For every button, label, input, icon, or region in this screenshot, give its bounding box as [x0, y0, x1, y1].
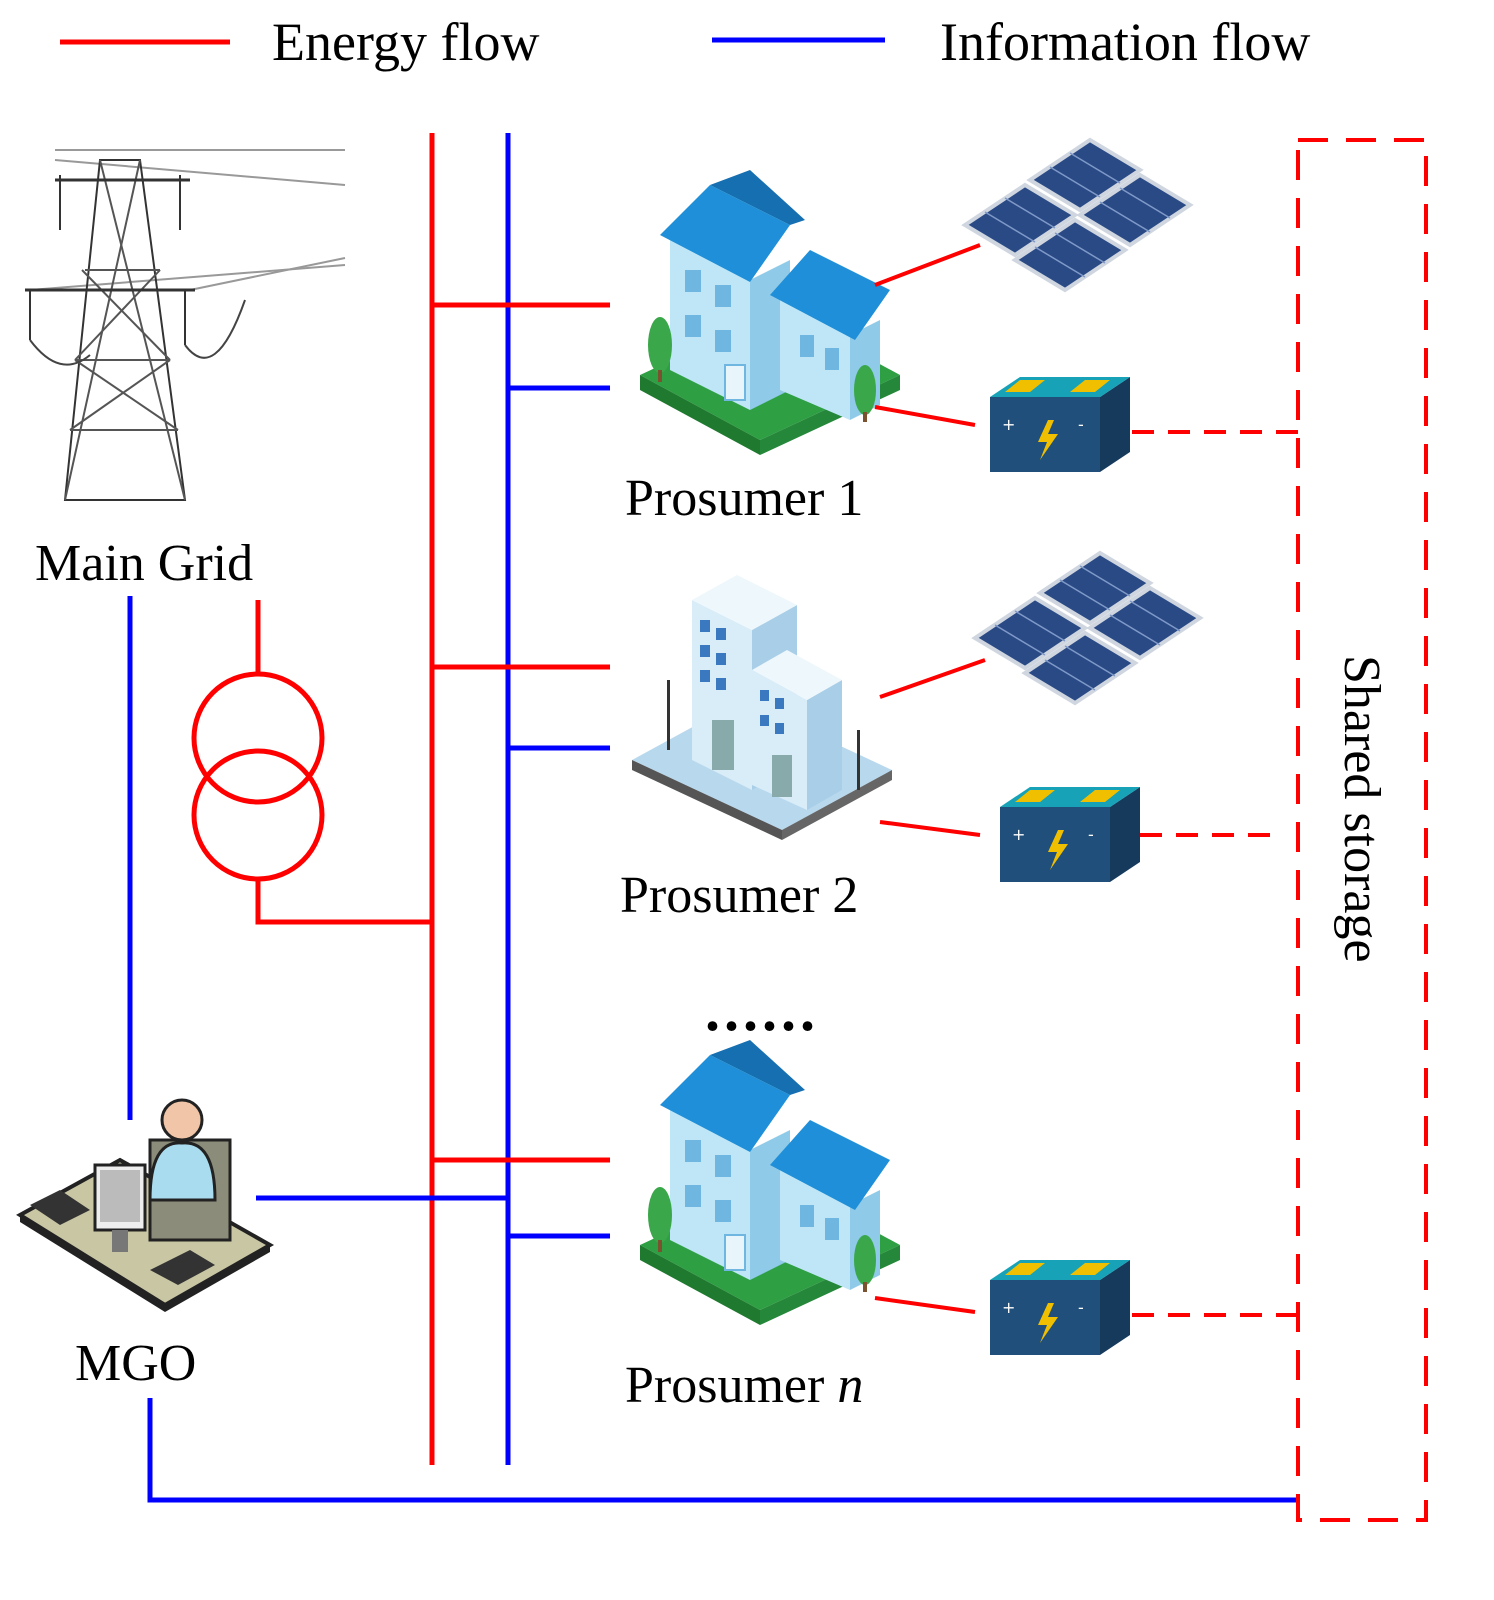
house-icon: [639, 1039, 901, 1326]
office-building-icon: [632, 575, 892, 840]
information-flow-legend-label: Information flow: [940, 12, 1310, 72]
solar-panel-icon: [973, 551, 1202, 705]
prosumer-2-label: Prosumer 2: [620, 867, 858, 924]
prosumer-1: Prosumer 1: [625, 138, 1298, 527]
ellipsis: ......: [705, 977, 819, 1043]
battery-icon: [1000, 787, 1140, 882]
prosumer-n-label: Prosumer n: [625, 1357, 863, 1414]
energy-flow-legend-label: Energy flow: [272, 12, 539, 72]
information-branches: [508, 385, 610, 1239]
legend: Energy flow Information flow: [60, 12, 1310, 72]
main-grid-label: Main Grid: [35, 535, 253, 592]
mgo-label: MGO: [75, 1335, 196, 1392]
prosumer-1-label: Prosumer 1: [625, 470, 863, 527]
house-icon: [639, 169, 901, 456]
prosumer-n-label-prefix: Prosumer: [625, 1357, 837, 1414]
mgo-storage-info-line: [147, 1398, 1300, 1503]
prosumer-2: Prosumer 2: [620, 551, 1282, 924]
solar-panel-icon: [963, 138, 1192, 292]
transformer-icon: [191, 600, 432, 925]
operator-workstation-icon: [16, 1098, 275, 1312]
shared-storage-box: [1296, 138, 1428, 1522]
prosumer-n: Prosumer n: [625, 1039, 1298, 1414]
battery-icon: [990, 1260, 1130, 1355]
transmission-tower-icon: [25, 149, 346, 501]
battery-icon: [990, 377, 1130, 472]
prosumer-n-label-index: n: [837, 1357, 863, 1414]
shared-storage-label: Shared storage: [1333, 655, 1390, 963]
energy-branches: [432, 302, 610, 1163]
